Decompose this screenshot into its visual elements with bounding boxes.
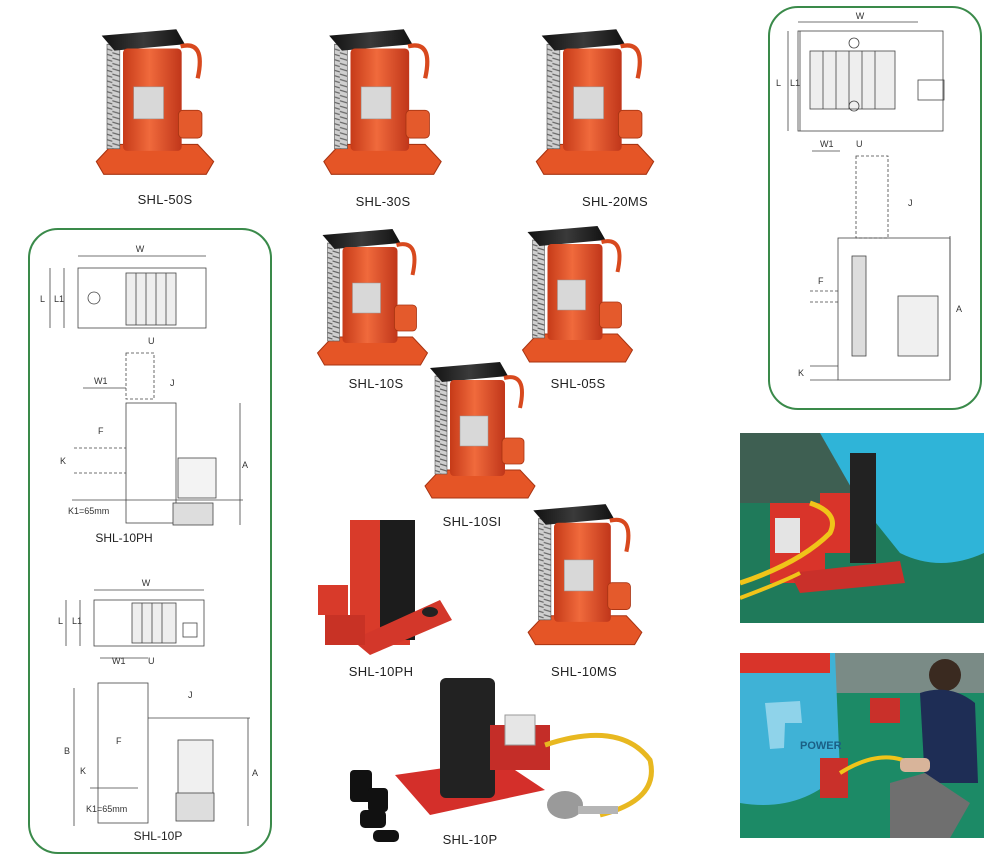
product-image-shl-10ph — [318, 520, 452, 655]
product-image-shl-10p — [350, 678, 654, 842]
label-l-b: L — [58, 616, 63, 626]
caption-diagram-shl-10ph: SHL-10PH — [95, 531, 152, 545]
product-image-shl-20ms — [536, 29, 653, 174]
product-image-shl-10ms — [528, 504, 642, 645]
caption-diagram-shl-10p: SHL-10P — [134, 829, 183, 843]
caption-shl-30s: SHL-30S — [355, 194, 411, 209]
product-image-shl-05s — [523, 226, 633, 362]
label-w-r: W — [856, 11, 865, 21]
caption-shl-20ms: SHL-20MS — [582, 194, 648, 209]
label-k: K — [60, 456, 66, 466]
label-u: U — [148, 336, 155, 346]
diagram-right: W L L1 W1 U J F A K — [776, 11, 962, 381]
caption-shl-10s: SHL-10S — [348, 376, 404, 391]
label-k1: K1=65mm — [68, 506, 109, 516]
label-f-b: F — [116, 736, 122, 746]
diagram-left: W L L1 U W1 J F K A K1=65mm SHL-10PH W L… — [40, 244, 258, 843]
label-j-b: J — [188, 690, 193, 700]
label-k-b: K — [80, 766, 86, 776]
application-photo-2: POWER — [740, 653, 984, 838]
caption-shl-50s: SHL-50S — [137, 192, 193, 207]
label-u-r: U — [856, 139, 863, 149]
product-image-shl-10si — [425, 362, 535, 498]
caption-shl-10si: SHL-10SI — [442, 514, 502, 529]
label-l: L — [40, 294, 45, 304]
label-k1-b: K1=65mm — [86, 804, 127, 814]
label-a-b: A — [252, 768, 258, 778]
label-k-r: K — [798, 368, 804, 378]
label-a: A — [242, 460, 248, 470]
label-w: W — [136, 244, 145, 254]
application-photo-1 — [740, 433, 984, 623]
caption-shl-10p: SHL-10P — [442, 832, 498, 847]
label-w-b: W — [142, 578, 151, 588]
label-w1: W1 — [94, 376, 108, 386]
label-a-r: A — [956, 304, 962, 314]
label-l1: L1 — [54, 294, 64, 304]
label-f-r: F — [818, 276, 824, 286]
label-f: F — [98, 426, 104, 436]
label-w1-b: W1 — [112, 656, 126, 666]
product-image-shl-10s — [318, 229, 428, 365]
label-u-b: U — [148, 656, 155, 666]
product-image-shl-30s — [324, 29, 441, 174]
label-j: J — [170, 378, 175, 388]
label-b-b: B — [64, 746, 70, 756]
label-l-r: L — [776, 78, 781, 88]
caption-shl-10ms: SHL-10MS — [551, 664, 617, 679]
label-w1-r: W1 — [820, 139, 834, 149]
product-image-shl-50s — [96, 29, 213, 174]
diagram-panel-left — [28, 228, 272, 854]
photo-brand-text: POWER — [800, 740, 842, 752]
label-l1-r: L1 — [790, 78, 800, 88]
caption-shl-10ph: SHL-10PH — [348, 664, 414, 679]
caption-shl-05s: SHL-05S — [550, 376, 606, 391]
label-l1-b: L1 — [72, 616, 82, 626]
label-j-r: J — [908, 198, 913, 208]
